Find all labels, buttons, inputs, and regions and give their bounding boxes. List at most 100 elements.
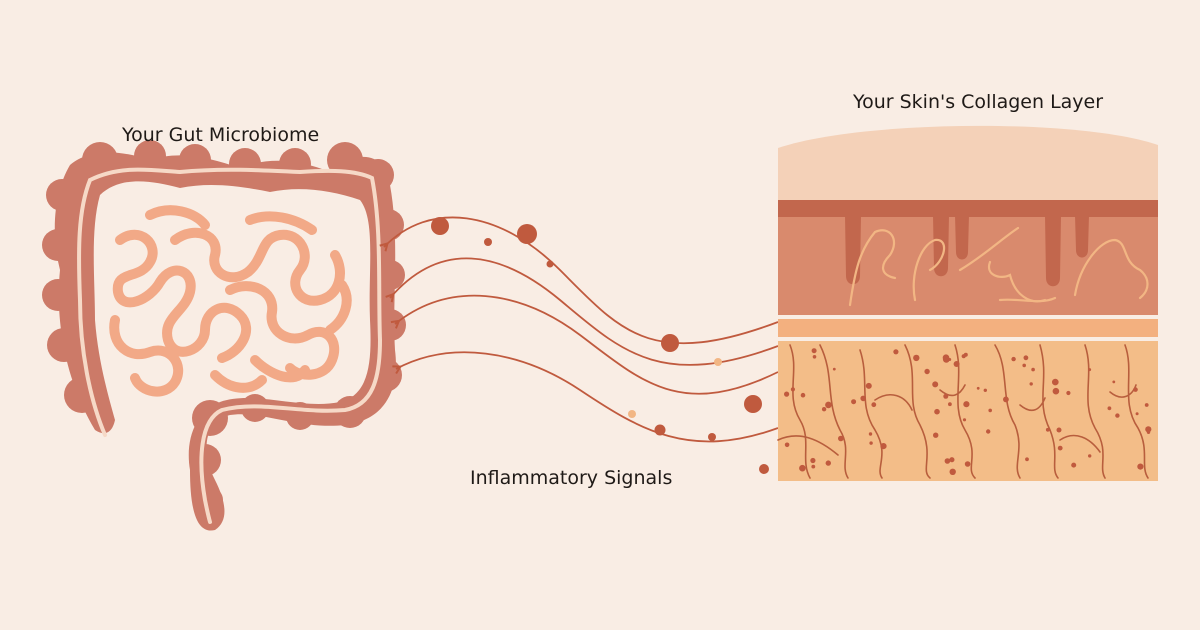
signal-arrow-icon <box>396 351 779 443</box>
subcutis-dot <box>953 361 960 367</box>
subcutis-dot <box>1135 412 1139 416</box>
subcutis-dot <box>949 468 956 475</box>
subcutis-dot <box>944 458 951 464</box>
subcutis-dot <box>1144 403 1149 407</box>
subcutis-layer <box>778 341 1158 481</box>
subcutis-fibers <box>777 344 1149 479</box>
subcutis-dot <box>1088 368 1092 372</box>
signal-particle <box>517 224 537 244</box>
subcutis-dot <box>869 441 873 445</box>
subcutis-dot <box>825 460 831 466</box>
signal-particle <box>714 358 722 366</box>
subcutis-dots <box>784 348 1152 475</box>
subcutis-dot <box>799 464 806 472</box>
subcutis-dot <box>924 368 930 375</box>
subcutis-dot <box>811 464 816 469</box>
subcutis-dot <box>1011 356 1016 362</box>
subcutis-dot <box>976 386 980 390</box>
subcutis-dot <box>949 457 955 463</box>
collagen-layer <box>778 319 1158 337</box>
subcutis-dot <box>988 408 992 413</box>
subcutis-dot <box>851 399 857 405</box>
subcutis-dot <box>810 457 816 464</box>
signal-particle <box>628 410 636 418</box>
subcutis-dot <box>1137 463 1144 470</box>
subcutis-dot <box>1088 454 1092 458</box>
subcutis-dot <box>868 432 873 436</box>
colon-inner-line <box>77 167 383 524</box>
subcutis-dot <box>821 407 827 412</box>
subcutis-dot <box>1029 382 1033 386</box>
subcutis-dot <box>961 354 966 359</box>
signal-arrow-icon <box>384 216 779 345</box>
collagen-fibers <box>848 226 1149 307</box>
signal-arrow-icon <box>395 294 779 395</box>
subcutis-dot <box>1003 396 1009 403</box>
subcutis-dot <box>1146 430 1151 434</box>
subcutis-dot <box>893 349 899 355</box>
subcutis-dot <box>962 418 967 422</box>
subcutis-dot <box>812 355 817 359</box>
subcutis-dot <box>1115 413 1120 418</box>
collagen-stripe <box>778 337 1158 341</box>
subcutis-dot <box>1052 387 1060 395</box>
subcutis-dot <box>964 461 971 467</box>
subcutis-dot <box>1145 426 1152 433</box>
subcutis-dot <box>948 402 952 407</box>
subcutis-dot <box>784 442 790 448</box>
colon-illustration <box>42 140 406 531</box>
dermis-drips <box>845 215 1089 287</box>
inflammatory-signals-label: Inflammatory Signals <box>470 467 673 489</box>
subcutis-dot <box>800 392 806 398</box>
signal-arrow-icon <box>390 257 779 366</box>
collagen-stripe <box>778 315 1158 319</box>
subcutis-dot <box>1066 390 1071 396</box>
subcutis-dot <box>934 408 940 415</box>
subcutis-dot <box>983 388 987 392</box>
subcutis-dot <box>1056 427 1062 433</box>
subcutis-dot <box>1057 445 1063 451</box>
subcutis-dot <box>1023 355 1029 361</box>
subcutis-dot <box>838 435 844 442</box>
signal-particle <box>744 395 762 413</box>
signal-particle <box>484 238 492 246</box>
subcutis-dot <box>913 354 920 362</box>
subcutis-dot <box>933 432 939 438</box>
subcutis-dot <box>1052 378 1059 386</box>
subcutis-dot <box>1112 380 1116 384</box>
signal-particle <box>654 424 666 436</box>
subcutis-dot <box>1107 406 1112 411</box>
subcutis-dot <box>1045 427 1050 432</box>
subcutis-dot <box>1133 387 1138 392</box>
subcutis-dot <box>963 401 970 408</box>
small-intestine-illustration <box>109 205 352 397</box>
signal-particle <box>759 464 769 474</box>
subcutis-dot <box>784 391 790 397</box>
subcutis-dot <box>832 367 836 371</box>
subcutis-dot <box>860 395 866 402</box>
subcutis-dot <box>1025 457 1029 462</box>
signal-particle <box>431 217 449 235</box>
subcutis-dot <box>1071 462 1077 468</box>
epidermis-layer <box>778 125 1158 200</box>
subcutis-dot <box>1022 363 1026 368</box>
subcutis-dot <box>942 354 950 362</box>
signal-particle <box>708 433 716 441</box>
subcutis-dot <box>871 402 877 408</box>
subcutis-dot <box>811 348 817 354</box>
subcutis-dot <box>880 443 887 450</box>
subcutis-dot <box>986 429 991 434</box>
subcutis-dot <box>932 381 939 388</box>
subcutis-dot <box>1031 367 1035 372</box>
signal-particles <box>431 217 769 474</box>
subcutis-dot <box>865 382 872 389</box>
signal-arrows <box>384 216 779 443</box>
subcutis-dot <box>790 387 796 392</box>
subcutis-dot <box>943 393 949 399</box>
skin-collagen-label: Your Skin's Collagen Layer <box>853 91 1104 113</box>
colon-haustra <box>42 140 406 513</box>
gut-microbiome-label: Your Gut Microbiome <box>122 124 320 146</box>
signal-particle <box>661 334 679 352</box>
